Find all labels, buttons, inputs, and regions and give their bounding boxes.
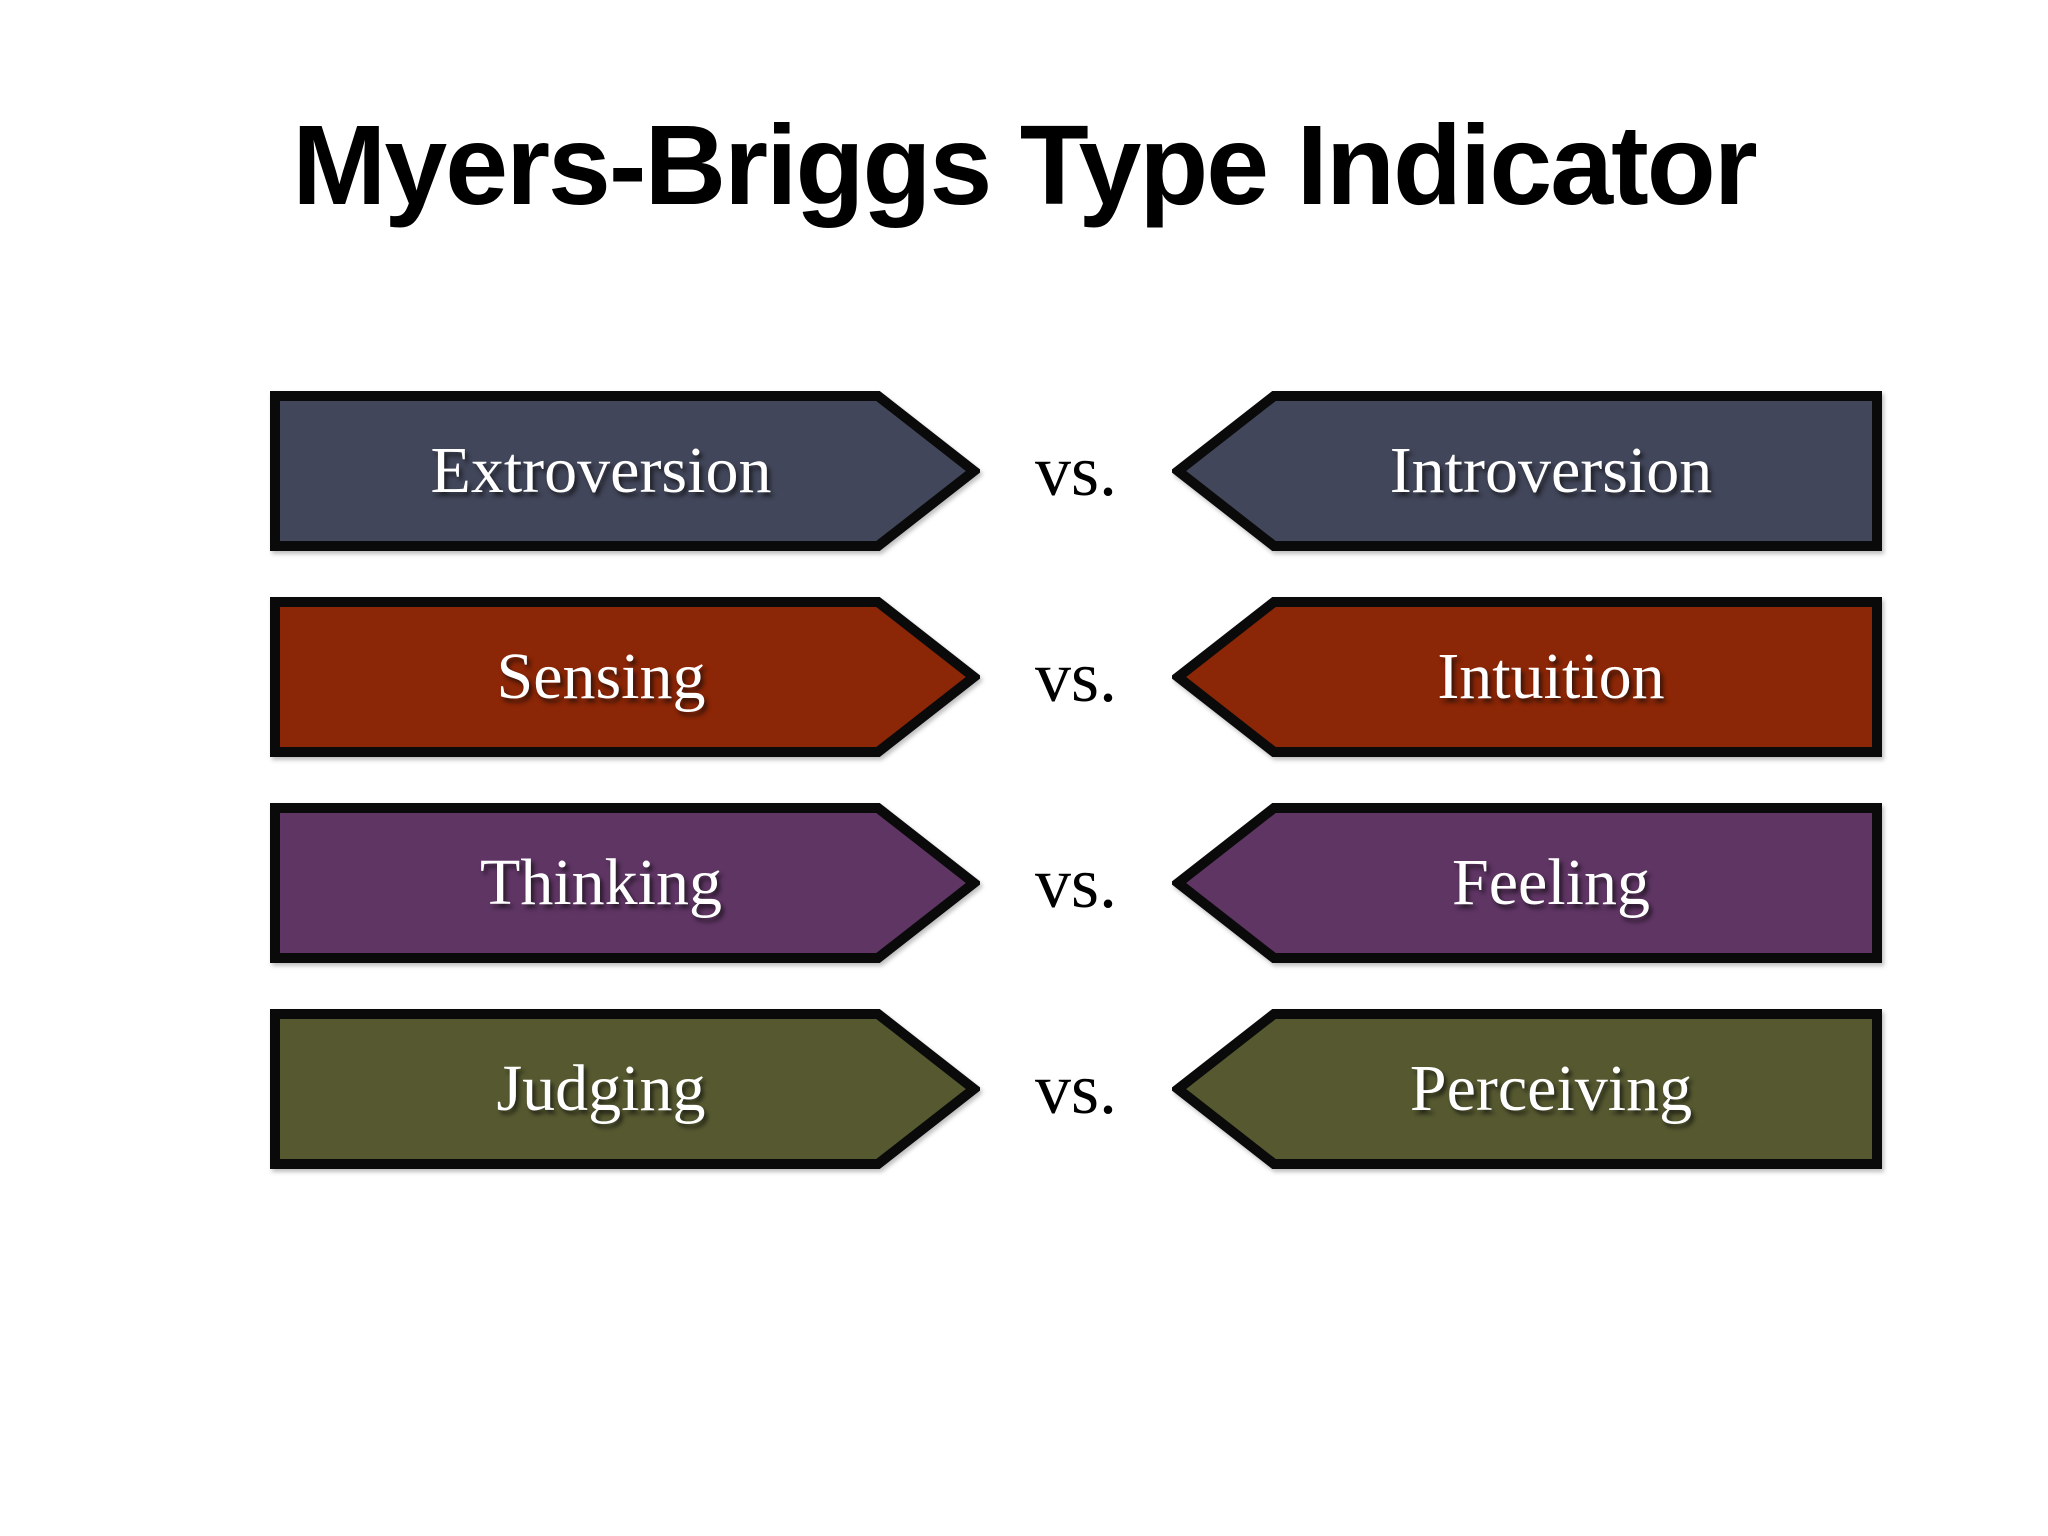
arrow-right: Intuition [1172, 597, 1882, 757]
vs-label: vs. [1034, 1048, 1118, 1129]
right-pointing-arrow-shape [270, 597, 980, 757]
left-pointing-arrow-shape [1172, 597, 1882, 757]
arrow-label-left: Thinking [480, 846, 722, 919]
left-pointing-arrow-shape [1172, 391, 1882, 551]
vs-label: vs. [1034, 636, 1118, 717]
arrow-label-right: Feeling [1452, 846, 1650, 919]
arrow-label-right: Perceiving [1409, 1052, 1693, 1125]
left-pointing-arrow-shape [1172, 803, 1882, 963]
arrow-label-left: Judging [496, 1052, 706, 1125]
arrow-label-left: Extroversion [430, 434, 772, 507]
arrow-right: Feeling [1172, 803, 1882, 963]
dimension-row-extroversion-introversion: Extroversion vs. Introversion [0, 391, 2048, 551]
slide-title: Myers-Briggs Type Indicator [292, 102, 1757, 228]
arrow-left: Sensing [270, 597, 980, 757]
dimension-row-thinking-feeling: Thinking vs. Feeling [0, 803, 2048, 963]
arrow-right: Perceiving [1172, 1009, 1882, 1169]
dimension-row-sensing-intuition: Sensing vs. Intuition [0, 597, 2048, 757]
left-pointing-arrow-shape [1172, 1009, 1882, 1169]
arrow-left: Thinking [270, 803, 980, 963]
arrow-left: Extroversion [270, 391, 980, 551]
vs-label: vs. [1034, 430, 1118, 511]
arrow-label-left: Sensing [496, 640, 706, 713]
right-pointing-arrow-shape [270, 1009, 980, 1169]
arrow-right: Introversion [1172, 391, 1882, 551]
right-pointing-arrow-shape [270, 803, 980, 963]
right-pointing-arrow-shape [270, 391, 980, 551]
arrow-left: Judging [270, 1009, 980, 1169]
vs-label: vs. [1034, 842, 1118, 923]
arrow-label-right: Introversion [1389, 434, 1713, 507]
dimension-row-judging-perceiving: Judging vs. Perceiving [0, 1009, 2048, 1169]
arrow-label-right: Intuition [1437, 640, 1665, 713]
